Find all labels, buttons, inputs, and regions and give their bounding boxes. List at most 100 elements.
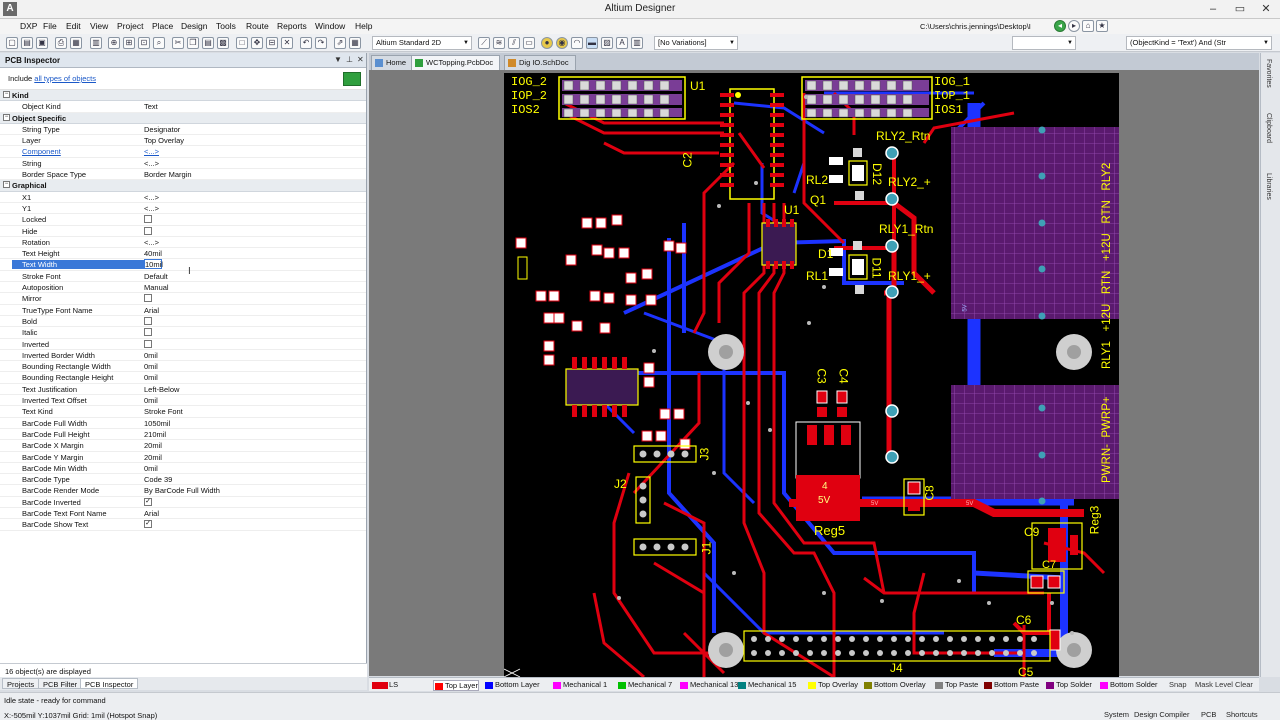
property-row[interactable]: Component<...>: [0, 146, 366, 158]
place-polygon-icon[interactable]: ▨: [601, 37, 613, 49]
layer-tab-bottom-overlay[interactable]: Bottom Overlay: [863, 680, 926, 691]
layer-tab-top-paste[interactable]: Top Paste: [934, 680, 978, 691]
property-value[interactable]: Top Overlay: [144, 136, 185, 146]
property-row[interactable]: Bold: [0, 316, 366, 328]
close-panel-icon[interactable]: ✕: [357, 55, 364, 64]
current-layer-indicator[interactable]: LS: [371, 680, 398, 691]
menu-window[interactable]: Window: [315, 21, 346, 31]
minimize-icon[interactable]: –: [1209, 3, 1217, 15]
property-row[interactable]: X1<...>: [0, 192, 366, 203]
section-object-specific[interactable]: −Object Specific: [0, 112, 366, 124]
document-path[interactable]: C:\Users\chris.jennings\Desktop\I: [920, 22, 1031, 31]
property-row[interactable]: Hide: [0, 226, 366, 237]
property-value[interactable]: 20mil: [144, 452, 162, 462]
menu-view[interactable]: View: [90, 21, 109, 31]
place-via-icon[interactable]: ◉: [556, 37, 568, 49]
menu-dxp[interactable]: DXP: [20, 21, 38, 31]
property-value[interactable]: <...>: [144, 237, 160, 247]
menu-design[interactable]: Design: [181, 21, 208, 31]
browse-components-icon[interactable]: ▦: [349, 37, 361, 49]
clear-filter-icon[interactable]: ✕: [281, 37, 293, 49]
property-checkbox[interactable]: [144, 316, 152, 325]
property-checkbox[interactable]: [144, 215, 152, 224]
property-checkbox[interactable]: [144, 226, 152, 235]
redo-icon[interactable]: ↷: [315, 37, 327, 49]
document-tab-2[interactable]: Dig IO.SchDoc: [504, 55, 576, 70]
property-checkbox[interactable]: ✓: [144, 497, 152, 506]
document-tab-1[interactable]: WCTopping.PcbDoc: [411, 55, 501, 70]
property-value[interactable]: 1050mil: [144, 418, 171, 428]
property-value[interactable]: 0mil: [144, 396, 158, 406]
panel-tab-pcb-filter[interactable]: PCB Filter: [38, 678, 83, 689]
menu-help[interactable]: Help: [355, 21, 373, 31]
menu-edit[interactable]: Edit: [66, 21, 81, 31]
layerbar-mask-level[interactable]: Mask Level: [1195, 680, 1233, 689]
menu-project[interactable]: Project: [117, 21, 144, 31]
property-value[interactable]: <...>: [144, 158, 160, 168]
open-folder-icon[interactable]: ▤: [21, 37, 33, 49]
property-value[interactable]: 20mil: [144, 441, 162, 451]
property-row[interactable]: BarCode Show Text✓: [0, 519, 366, 531]
layer-tab-top-layer[interactable]: Top Layer: [433, 680, 479, 691]
property-checkbox[interactable]: ✓: [144, 520, 152, 529]
zoom-area-icon[interactable]: ⊞: [123, 37, 135, 49]
property-value[interactable]: 0mil: [144, 373, 158, 383]
print-icon[interactable]: ⎙: [55, 37, 67, 49]
property-row[interactable]: Rotation<...>: [0, 237, 366, 249]
property-value[interactable]: 10mil: [144, 259, 163, 270]
layerbar-clear[interactable]: Clear: [1235, 680, 1253, 689]
apply-filter-icon[interactable]: [343, 72, 361, 86]
open-project-icon[interactable]: ▥: [90, 37, 102, 49]
filter-query-combo[interactable]: (ObjectKind = 'Text') And (Str▼: [1126, 36, 1272, 50]
pcb-canvas[interactable]: IOG_2 IOP_2 IOS2 IOG_1 IOP_1 IOS1 U1 C2 …: [369, 70, 1259, 679]
property-row[interactable]: BarCode Inverted✓: [0, 497, 366, 508]
property-checkbox[interactable]: [144, 328, 152, 337]
place-component-icon[interactable]: ▥: [631, 37, 643, 49]
menu-tools[interactable]: Tools: [216, 21, 236, 31]
layer-tab-mechanical-1[interactable]: Mechanical 1: [552, 680, 607, 691]
place-string-icon[interactable]: A: [616, 37, 628, 49]
status-button-system[interactable]: System: [1104, 710, 1130, 719]
favorites-icon[interactable]: ★: [1096, 20, 1108, 32]
view-config-combo[interactable]: Altium Standard 2D▼: [372, 36, 472, 50]
deselect-icon[interactable]: ⊟: [266, 37, 278, 49]
panel-tab-pcb-inspector[interactable]: PCB Inspector: [80, 678, 139, 689]
property-value[interactable]: Left-Below: [144, 384, 180, 394]
status-button-design-compiler[interactable]: Design Compiler: [1134, 710, 1190, 719]
zoom-selected-icon[interactable]: ⊡: [138, 37, 150, 49]
layerbar-snap[interactable]: Snap: [1169, 680, 1187, 689]
place-arc-icon[interactable]: ◠: [571, 37, 583, 49]
property-value[interactable]: Manual: [144, 283, 169, 293]
section-graphical[interactable]: −Graphical: [0, 180, 366, 192]
place-pad-icon[interactable]: ●: [541, 37, 553, 49]
property-row[interactable]: Italic: [0, 327, 366, 339]
copy-icon[interactable]: ❐: [187, 37, 199, 49]
zoom-filtered-icon[interactable]: ⌕: [153, 37, 165, 49]
paste-icon[interactable]: ▤: [202, 37, 214, 49]
property-row[interactable]: Locked: [0, 214, 366, 226]
menu-file[interactable]: File: [43, 21, 57, 31]
property-value[interactable]: <...>: [144, 203, 160, 213]
menu-place[interactable]: Place: [152, 21, 174, 31]
go-forward-icon[interactable]: ▸: [1068, 20, 1080, 32]
pin-icon[interactable]: ⊥: [346, 55, 353, 64]
layer-tab-mechanical-13[interactable]: Mechanical 13: [679, 680, 738, 691]
place-fill-icon[interactable]: ▭: [523, 37, 535, 49]
layer-tab-bottom-solder[interactable]: Bottom Solder: [1099, 680, 1158, 691]
panel-menu-icon[interactable]: ▼: [334, 55, 342, 64]
